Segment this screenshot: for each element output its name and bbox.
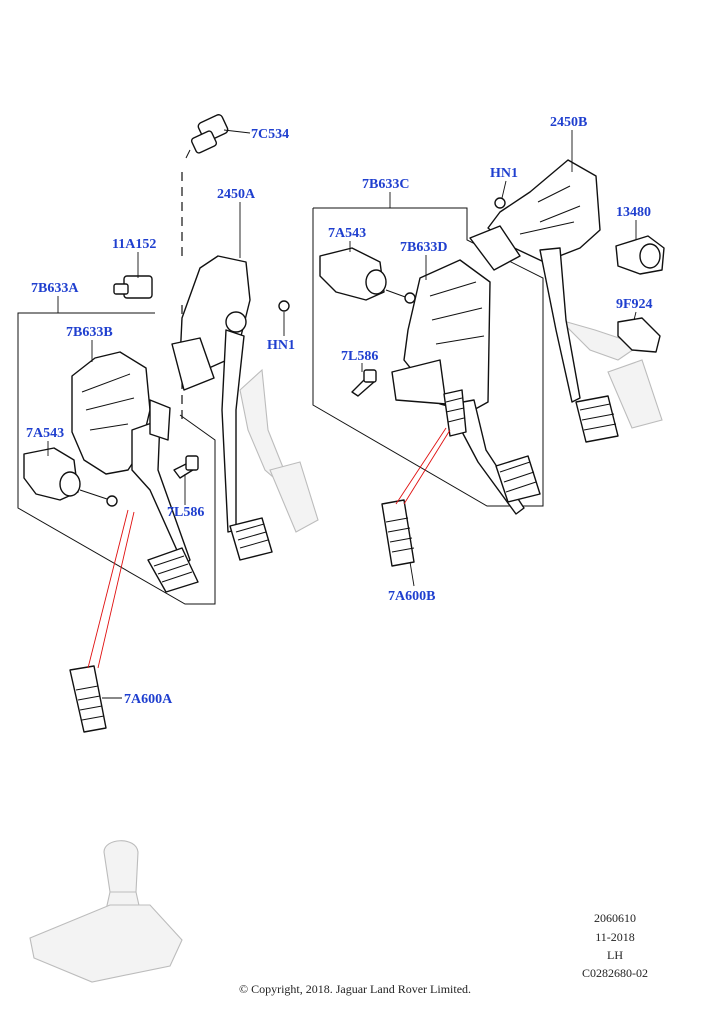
ghost-pedal-left (239, 368, 319, 533)
callout-2450A: 2450A (217, 187, 256, 202)
switch-7C534 (185, 114, 229, 159)
switch-13480 (615, 235, 665, 275)
nut-HN1-left (278, 300, 290, 312)
callout-HN1-right: HN1 (490, 166, 518, 181)
gear-knob-illustration (29, 840, 183, 983)
group-box-7B633C (312, 207, 544, 507)
callout-7B633C: 7B633C (362, 177, 409, 192)
callout-7B633D: 7B633D (400, 240, 447, 255)
clutch-pedal-assembly-left (71, 351, 199, 593)
callout-7A600A: 7A600A (124, 692, 173, 707)
ref-number: 2060610 (594, 911, 636, 925)
highlight-lines (87, 427, 451, 669)
leader-lines (47, 129, 637, 699)
nut-HN1-right (494, 197, 506, 209)
actuator-7A543-left (23, 447, 118, 507)
drawing-code: C0282680-02 (582, 966, 648, 980)
callout-7C534: 7C534 (251, 127, 289, 142)
bolt-7L586-left (173, 455, 199, 479)
callout-7L586-left: 7L586 (167, 505, 204, 520)
brake-pedal-assembly-right (469, 159, 619, 443)
sensor-9F924 (617, 317, 661, 353)
boot-7A600B (381, 499, 415, 567)
callout-7A543-mid: 7A543 (328, 226, 366, 241)
actuator-7A543-mid (319, 247, 416, 304)
callout-2450B: 2450B (550, 115, 587, 130)
sensor-11A152 (113, 275, 153, 299)
ghost-pedal-right (558, 318, 663, 429)
group-box-7B633A (17, 312, 216, 605)
callout-7B633A: 7B633A (31, 281, 79, 296)
callout-HN1-left: HN1 (267, 338, 295, 353)
callout-7L586-mid: 7L586 (341, 349, 378, 364)
drawing-date: 11-2018 (595, 930, 635, 944)
brake-pedal-assembly-left (171, 255, 273, 561)
callout-9F924: 9F924 (616, 297, 653, 312)
copyright-notice: © Copyright, 2018. Jaguar Land Rover Lim… (238, 982, 472, 996)
callout-13480: 13480 (616, 205, 651, 220)
callout-7B633B: 7B633B (66, 325, 113, 340)
callout-7A543-left: 7A543 (26, 426, 64, 441)
callout-7A600B: 7A600B (388, 589, 435, 604)
callout-labels: 7C534 2450A 11A152 7B633A 7B633B 7A543 7… (26, 115, 653, 707)
pedal-bracket-7B633D (391, 259, 541, 515)
bolt-7L586-mid (351, 369, 377, 397)
drive-side: LH (607, 948, 623, 962)
spring-mid (443, 389, 467, 437)
boot-7A600A (69, 665, 107, 733)
callout-11A152: 11A152 (112, 237, 156, 252)
